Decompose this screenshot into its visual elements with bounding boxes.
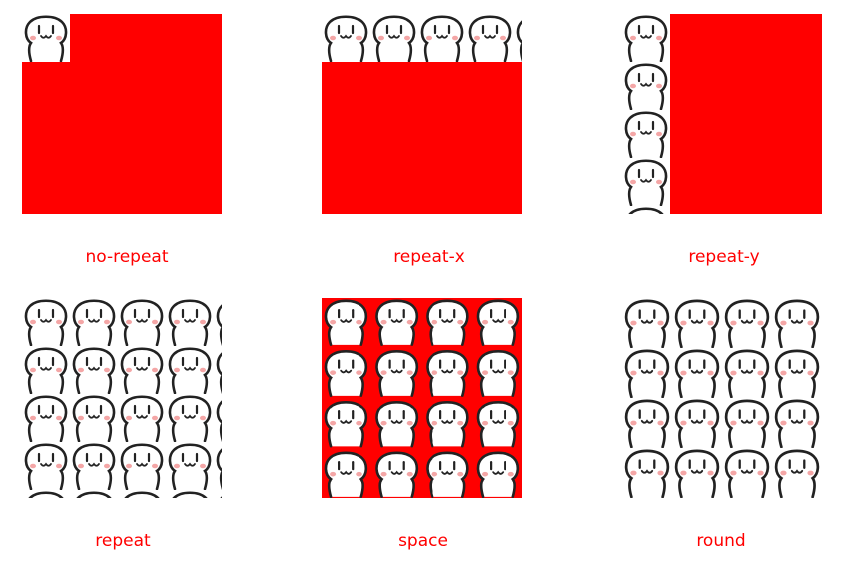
no-repeat-caption: no-repeat xyxy=(85,247,169,267)
round-demo-box xyxy=(622,298,822,498)
space-demo-box xyxy=(322,298,522,498)
no-repeat-demo-box xyxy=(22,14,222,214)
repeat-x-fill-bottom xyxy=(322,62,522,214)
no-repeat-fill-right xyxy=(70,14,222,62)
no-repeat-fill-bottom xyxy=(22,62,222,214)
repeat-demo-box xyxy=(22,298,222,498)
repeat-y-caption: repeat-y xyxy=(688,247,760,267)
round-caption: round xyxy=(696,531,746,551)
repeat-y-demo-box xyxy=(622,14,822,214)
repeat-y-fill-right xyxy=(670,14,822,214)
repeat-x-caption: repeat-x xyxy=(393,247,465,267)
repeat-x-demo-box xyxy=(322,14,522,214)
repeat-caption: repeat xyxy=(95,531,151,551)
space-caption: space xyxy=(398,531,448,551)
